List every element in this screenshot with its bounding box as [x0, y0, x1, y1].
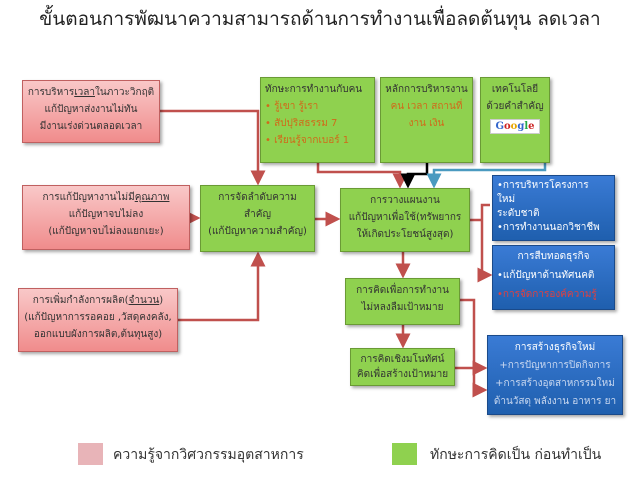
box-text: ด้วยคำสำคัญ	[486, 101, 544, 112]
connector-time-to-priority	[160, 109, 266, 186]
list-item: • สัปปุริสธรรม 7	[265, 118, 338, 129]
box-heading: หลักการบริหารงาน	[385, 84, 468, 95]
connector-capacity-to-priority	[178, 251, 266, 322]
box-text: (แก้ปัญหาความสำคัญ)	[208, 226, 307, 237]
connector-thinking-to-newbiz	[460, 298, 488, 398]
box-text: การบริหาร	[27, 87, 75, 98]
box-heading: การคิดเพื่อการทำงาน	[356, 285, 449, 296]
legend-swatch-green	[392, 443, 417, 465]
time-management-box: การบริหารเวลาในภาวะวิกฤติ แก้ปัญหาส่งงาน…	[22, 80, 160, 143]
box-heading: การคิดเชิงมโนทัศน์	[360, 354, 445, 365]
list-item: •การบริหารโครงการ	[497, 180, 589, 191]
list-item: +การสร้างอุตสาหกรรมใหม่	[495, 378, 615, 389]
list-item: +การปัญหาการปิดกิจการ	[499, 360, 611, 371]
priority-box: การจัดลำดับความสำคัญ (แก้ปัญหาความสำคัญ)	[200, 185, 315, 252]
box-heading: การสร้างธุรกิจใหม่	[514, 342, 596, 353]
list-item: •แก้ปัญหาด้านทัศนคติ	[497, 270, 595, 281]
box-text: การเพิ่มกำลังการผลิต(	[32, 295, 129, 306]
box-text: ในภาวะวิกฤติ	[94, 87, 155, 98]
box-text: การแก้ปัญหางานไม่มี	[42, 192, 135, 203]
box-text-emphasis: เวลา	[74, 87, 95, 98]
management-box: หลักการบริหารงาน คน เวลา สถานที่ งาน เงิ…	[380, 77, 473, 163]
list-item: • เรียนรู้จากเบอร์ 1	[265, 135, 350, 146]
goal-thinking-box: การคิดเพื่อการทำงาน ไม่หลงลืมเป้าหมาย	[345, 278, 460, 325]
technology-box: เทคโนโลยี ด้วยคำสำคัญ Google	[480, 77, 550, 163]
list-item: •การทำงานนอกวิชาชีพ	[497, 222, 600, 233]
legend-label-thinking-skills: ทักษะการคิดเป็น ก่อนทำเป็น	[430, 447, 602, 463]
box-heading: ทักษะการทำงานกับคน	[265, 84, 363, 95]
project-management-box: •การบริหารโครงการ ใหม่ ระดับชาติ •การทำง…	[492, 175, 615, 241]
box-text: คิดเพื่อสร้างเป้าหมาย	[356, 369, 449, 380]
connector-mgmt-to-planning	[400, 163, 429, 189]
box-heading: การวางแผนงาน	[370, 195, 440, 206]
legend-swatch-pink	[78, 443, 103, 465]
box-heading: การสืบทอดธุรกิจ	[517, 251, 590, 262]
connector-tech-to-planning	[426, 163, 547, 189]
list-item: • รู้เขา รู้เรา	[265, 101, 319, 112]
people-skills-box: ทักษะการทำงานกับคน • รู้เขา รู้เรา • สัป…	[260, 77, 375, 163]
box-text: งาน เงิน	[408, 118, 445, 129]
box-text: แก้ปัญหาส่งงานไม่ทัน	[44, 104, 138, 115]
list-item: ระดับชาติ	[497, 208, 540, 219]
box-text: ไม่หลงลืมเป้าหมาย	[361, 302, 444, 313]
list-item: ด้านวัสดุ พลังงาน อาหาร ยา	[493, 396, 617, 407]
legend-label-industrial-engineering: ความรู้จากวิศวกรรมอุตสาหการ	[113, 447, 304, 463]
conceptual-thinking-box: การคิดเชิงมโนทัศน์ คิดเพื่อสร้างเป้าหมาย	[350, 348, 455, 386]
box-text: )	[159, 295, 164, 306]
google-logo: Google	[490, 119, 540, 134]
box-text: แก้ปัญหาจบไม่ลง	[68, 209, 144, 220]
capacity-box: การเพิ่มกำลังการผลิต(จำนวน) (แก้ปัญหาการ…	[18, 288, 178, 352]
box-text: มีงานเร่งด่วนตลอดเวลา	[39, 121, 143, 132]
connector-skills-to-planning	[316, 163, 408, 189]
box-text-emphasis: จำนวน	[128, 295, 160, 306]
box-text: แก้ปัญหาเพื่อใช้(ทรัพยากร	[348, 212, 462, 223]
box-heading: เทคโนโลยี	[491, 84, 539, 95]
box-text: ให้เกิดประโยชน์สูงสุด)	[356, 229, 454, 240]
page-title: ขั้นตอนการพัฒนาความสามารถด้านการทำงานเพื…	[39, 8, 601, 30]
box-text: (แก้ปัญหาจบไม่ลงแยกเยะ)	[48, 226, 164, 237]
new-business-box: การสร้างธุรกิจใหม่ +การปัญหาการปิดกิจการ…	[487, 335, 623, 415]
succession-box: การสืบทอดธุรกิจ •แก้ปัญหาด้านทัศนคติ •กา…	[492, 245, 615, 310]
box-text: (แก้ปัญหาการรอคอย ,วัสดุคงคลัง,	[24, 312, 172, 323]
connector-planning-to-blue	[470, 203, 490, 275]
box-text-emphasis: คุณภาพ	[134, 192, 170, 203]
list-item: ใหม่	[497, 194, 516, 205]
box-text: การจัดลำดับความสำคัญ	[218, 192, 297, 220]
quality-box: การแก้ปัญหางานไม่มีคุณภาพ แก้ปัญหาจบไม่ล…	[22, 185, 190, 250]
box-text: คน เวลา สถานที่	[390, 101, 463, 112]
box-text: ออกแบบผังการผลิต,ต้นทุนสูง)	[33, 329, 163, 340]
list-item: •การจัดการองค์ความรู้	[497, 289, 597, 300]
planning-box: การวางแผนงาน แก้ปัญหาเพื่อใช้(ทรัพยากร ใ…	[340, 188, 470, 252]
